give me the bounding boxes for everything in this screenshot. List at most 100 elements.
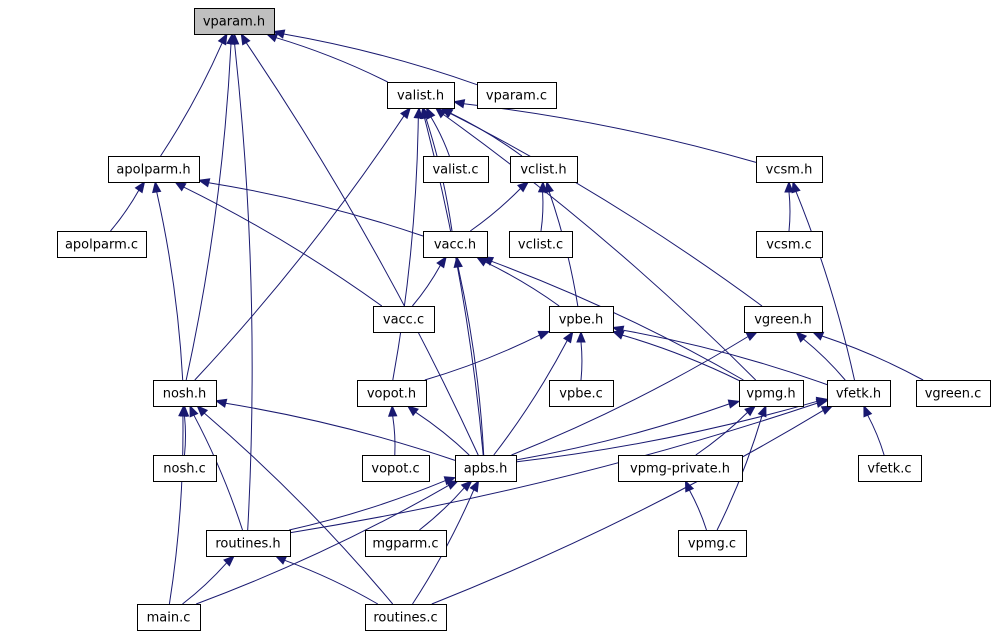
node-vopot-h[interactable]: vopot.h [357, 380, 427, 407]
node-mgparm-c[interactable]: mgparm.c [365, 530, 447, 557]
node-label[interactable]: routines.h [215, 537, 280, 552]
node-label[interactable]: vclist.c [518, 238, 563, 253]
node-vcsm-h[interactable]: vcsm.h [756, 156, 823, 183]
node-nosh-h[interactable]: nosh.h [153, 380, 217, 407]
node-vfetk-c[interactable]: vfetk.c [858, 455, 922, 482]
arrowhead-icon [274, 555, 288, 565]
node-box[interactable] [510, 156, 578, 183]
node-apbs-h[interactable]: apbs.h [455, 455, 517, 482]
node-label[interactable]: vacc.c [383, 313, 424, 328]
node-label[interactable]: vpmg-private.h [630, 462, 730, 477]
node-vpmg-c[interactable]: vpmg.c [678, 530, 747, 557]
node-vparam-c[interactable]: vparam.c [477, 82, 557, 109]
node-vclist-h[interactable]: vclist.h [510, 156, 578, 183]
edge-line [803, 338, 846, 381]
node-box[interactable] [137, 604, 201, 631]
node-label[interactable]: vcsm.h [766, 163, 813, 178]
node-label[interactable]: vacc.h [434, 238, 476, 253]
node-label[interactable]: mgparm.c [372, 537, 438, 552]
node-box[interactable] [756, 156, 823, 183]
node-vcsm-c[interactable]: vcsm.c [756, 231, 823, 258]
node-vpbe-c[interactable]: vpbe.c [549, 380, 614, 407]
node-vgreen-h[interactable]: vgreen.h [744, 306, 823, 333]
arrowhead-icon [406, 405, 419, 417]
node-box[interactable] [744, 306, 823, 333]
node-label[interactable]: valist.c [432, 163, 478, 178]
node-main-c[interactable]: main.c [137, 604, 201, 631]
node-box[interactable] [153, 455, 217, 482]
node-label[interactable]: vfetk.c [867, 462, 911, 477]
node-box[interactable] [423, 231, 488, 258]
node-box[interactable] [357, 380, 427, 407]
node-label[interactable]: apolparm.c [65, 238, 138, 253]
node-box[interactable] [549, 306, 614, 333]
node-box[interactable] [373, 306, 435, 333]
node-box[interactable] [756, 231, 823, 258]
node-box[interactable] [618, 455, 743, 482]
node-vclist-c[interactable]: vclist.c [509, 231, 573, 258]
node-label[interactable]: vpbe.c [559, 387, 602, 402]
arrowhead-icon [757, 404, 767, 418]
node-box[interactable] [827, 380, 891, 407]
node-label[interactable]: vgreen.h [754, 313, 812, 328]
node-label[interactable]: vfetk.h [836, 387, 881, 402]
node-box[interactable] [365, 604, 447, 631]
node-vacc-c[interactable]: vacc.c [373, 306, 435, 333]
node-box[interactable] [455, 455, 517, 482]
edge-line [289, 480, 446, 531]
node-apolparm-c[interactable]: apolparm.c [57, 231, 147, 258]
node-vparam-h[interactable]: vparam.h [194, 8, 275, 35]
node-label[interactable]: vparam.h [203, 15, 265, 30]
node-box[interactable] [194, 8, 275, 35]
node-vgreen-c[interactable]: vgreen.c [916, 380, 991, 407]
node-box[interactable] [549, 380, 614, 407]
arrowhead-icon [863, 404, 873, 418]
node-apolparm-h[interactable]: apolparm.h [108, 156, 200, 183]
node-vpmg-h[interactable]: vpmg.h [739, 380, 804, 407]
node-box[interactable] [477, 82, 557, 109]
node-label[interactable]: vgreen.c [925, 387, 982, 402]
node-routines-c[interactable]: routines.c [365, 604, 447, 631]
node-box[interactable] [678, 530, 747, 557]
node-label[interactable]: apolparm.h [116, 163, 190, 178]
node-label[interactable]: vpmg.c [688, 537, 736, 552]
node-box[interactable] [739, 380, 804, 407]
node-valist-c[interactable]: valist.c [423, 156, 489, 183]
node-box[interactable] [108, 156, 200, 183]
node-label[interactable]: vclist.h [520, 163, 566, 178]
node-vacc-h[interactable]: vacc.h [423, 231, 488, 258]
node-box[interactable] [362, 455, 430, 482]
node-label[interactable]: nosh.c [163, 462, 206, 477]
node-vpmg-private-h[interactable]: vpmg-private.h [618, 455, 743, 482]
node-box[interactable] [423, 156, 489, 183]
node-label[interactable]: vpmg.h [746, 387, 795, 402]
node-label[interactable]: routines.c [373, 611, 437, 626]
node-vpbe-h[interactable]: vpbe.h [549, 306, 614, 333]
edge-line [580, 341, 583, 381]
edge-vacc_h-to-vclist_h [470, 181, 530, 232]
node-box[interactable] [57, 231, 147, 258]
edge-line [225, 402, 456, 461]
node-box[interactable] [509, 231, 573, 258]
node-label[interactable]: vparam.c [486, 89, 547, 104]
node-vopot-c[interactable]: vopot.c [362, 455, 430, 482]
node-box[interactable] [916, 380, 991, 407]
node-label[interactable]: vpbe.h [559, 313, 604, 328]
node-label[interactable]: vcsm.c [766, 238, 812, 253]
node-label[interactable]: valist.h [397, 89, 444, 104]
node-box[interactable] [365, 530, 447, 557]
node-box[interactable] [206, 530, 291, 557]
node-label[interactable]: main.c [147, 611, 191, 626]
edge-vfetk_h-to-vcsm_h [791, 180, 855, 381]
node-valist-h[interactable]: valist.h [387, 82, 455, 109]
node-box[interactable] [858, 455, 922, 482]
node-label[interactable]: nosh.h [163, 387, 207, 402]
node-routines-h[interactable]: routines.h [206, 530, 291, 557]
node-box[interactable] [153, 380, 217, 407]
node-label[interactable]: vopot.h [367, 387, 416, 402]
node-label[interactable]: apbs.h [464, 462, 508, 477]
node-vfetk-h[interactable]: vfetk.h [827, 380, 891, 407]
node-nosh-c[interactable]: nosh.c [153, 455, 217, 482]
node-label[interactable]: vopot.c [371, 462, 419, 477]
node-box[interactable] [387, 82, 455, 109]
